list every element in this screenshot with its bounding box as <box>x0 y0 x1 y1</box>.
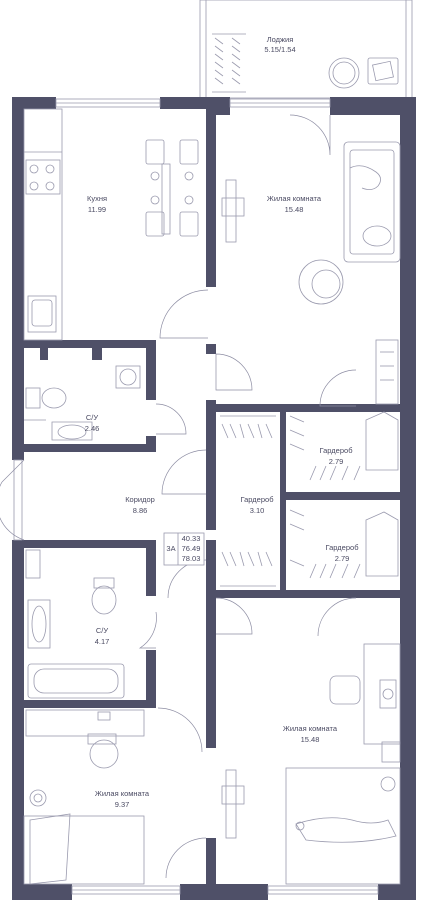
bath-top-fixtures <box>24 365 141 441</box>
corridor-area: 8.86 <box>133 506 148 515</box>
wardrobe-right-2-area: 2.79 <box>335 554 350 563</box>
bath-bottom-name: С/У <box>96 626 109 635</box>
wardrobe-center-fixtures <box>220 415 276 587</box>
corridor-name: Коридор <box>125 495 155 504</box>
room-labels: Лоджия 5.15/1.54 Кухня 11.99 Жилая комна… <box>85 35 359 809</box>
loggia-name: Лоджия <box>267 35 294 44</box>
area-total-with-loggia: 78.03 <box>182 554 201 563</box>
doors <box>0 114 357 879</box>
living-top-area: 15.48 <box>285 205 304 214</box>
wardrobe-center-name: Гардероб <box>241 495 274 504</box>
apartment-summary: 3А 40.33 76.49 78.03 <box>163 532 205 566</box>
living-small-area: 9.37 <box>115 800 130 809</box>
area-total: 76.49 <box>182 544 201 553</box>
bath-top-name: С/У <box>86 413 99 422</box>
living-top-name: Жилая комната <box>267 194 322 203</box>
kitchen-area: 11.99 <box>88 205 106 214</box>
wardrobes-right-fixtures <box>289 411 399 579</box>
bath-bottom-area: 4.17 <box>95 637 110 646</box>
wardrobe-right-1-name: Гардероб <box>320 446 353 455</box>
bath-bottom-fixtures <box>25 549 125 699</box>
walls <box>12 97 416 900</box>
kitchen-name: Кухня <box>87 194 107 203</box>
wardrobe-right-1-area: 2.79 <box>329 457 344 466</box>
living-bottom-furniture <box>221 643 401 885</box>
bath-top-area: 2.46 <box>85 424 100 433</box>
living-small-name: Жилая комната <box>95 789 150 798</box>
kitchen-furniture <box>23 108 199 341</box>
living-bottom-name: Жилая комната <box>283 724 338 733</box>
living-bottom-area: 15.48 <box>301 735 320 744</box>
apartment-type: 3А <box>166 544 175 553</box>
area-living: 40.33 <box>182 534 201 543</box>
living-top-furniture <box>221 141 401 405</box>
loggia <box>199 0 413 99</box>
living-small-furniture <box>23 709 145 885</box>
loggia-area: 5.15/1.54 <box>264 45 295 54</box>
wardrobe-right-2-name: Гардероб <box>326 543 359 552</box>
windows <box>13 98 379 895</box>
wardrobe-center-area: 3.10 <box>250 506 265 515</box>
